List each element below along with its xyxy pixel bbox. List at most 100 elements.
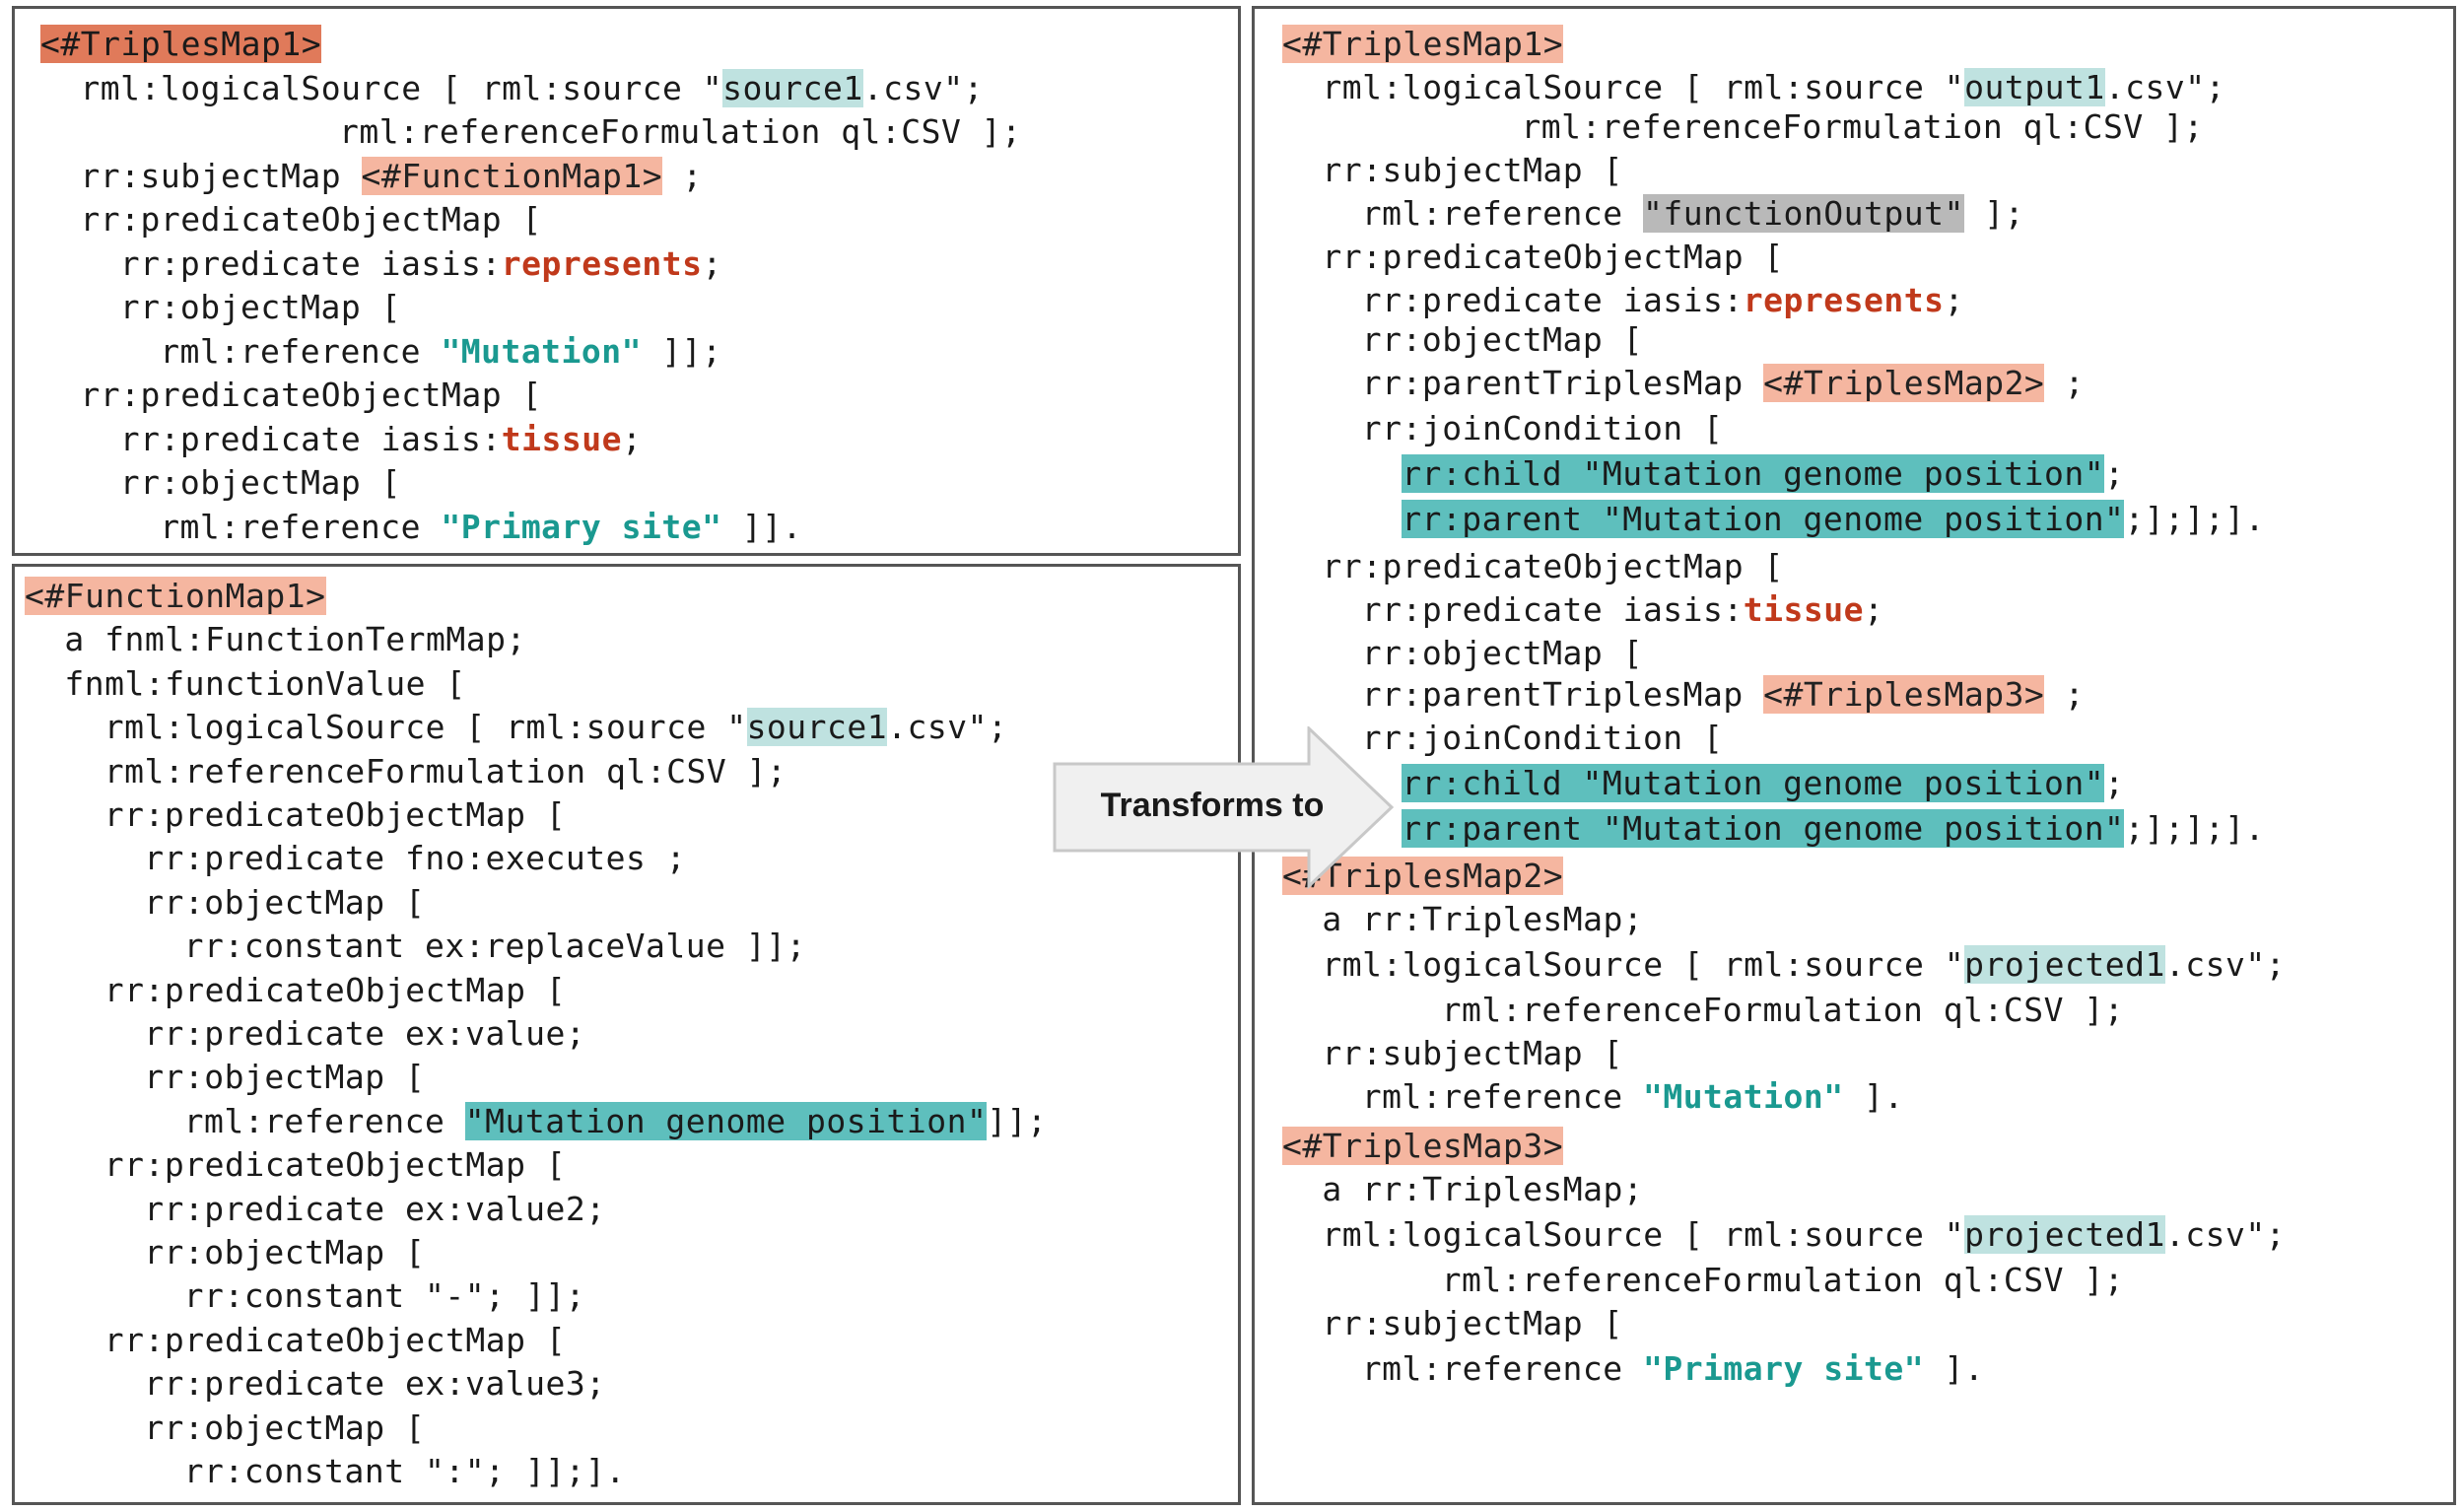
- code-text: rr:objectMap [: [119, 463, 401, 502]
- code-text: rr:subjectMap [: [1322, 151, 1623, 189]
- code-text: rr:constant "-"; ]];: [183, 1276, 585, 1316]
- code-line: rr:objectMap [: [120, 463, 401, 503]
- code-line: rr:objectMap [: [1362, 634, 1643, 673]
- code-text: rr:objectMap [: [144, 1233, 426, 1271]
- code-text: rml:referenceFormulation ql:CSV ];: [1441, 991, 2125, 1029]
- code-line: rr:parentTriplesMap <#TriplesMap2> ;: [1362, 364, 2085, 403]
- code-line: a rr:TriplesMap;: [1322, 1170, 1643, 1209]
- code-text: rr:predicate iasis:: [119, 419, 502, 458]
- source-name-highlight: source1: [746, 708, 888, 747]
- code-text: rr:objectMap [: [1361, 634, 1643, 672]
- reference-literal: "Mutation": [1642, 1077, 1844, 1116]
- code-text: rml:reference: [1361, 194, 1643, 233]
- code-line: rml:referenceFormulation ql:CSV ];: [1442, 1261, 2125, 1300]
- code-text: rml:reference: [160, 331, 442, 371]
- code-text: rr:joinCondition [: [1361, 409, 1724, 447]
- code-line: <#TriplesMap3>: [1282, 1127, 1564, 1166]
- code-text: rml:logicalSource [ rml:source ": [103, 708, 747, 747]
- code-line: <#TriplesMap1>: [1282, 25, 1564, 64]
- code-text: rml:reference: [160, 507, 442, 546]
- code-text: rr:joinCondition [: [1361, 719, 1724, 757]
- reference-literal: "Primary site": [441, 507, 722, 546]
- code-text: rr:subjectMap [: [1322, 1034, 1623, 1072]
- code-line: rr:subjectMap <#FunctionMap1> ;: [80, 156, 702, 196]
- code-text: rr:predicateObjectMap [: [1322, 238, 1784, 276]
- code-text: rr:objectMap [: [144, 882, 426, 922]
- code-text: rr:predicate iasis:: [119, 243, 502, 283]
- code-line: rr:predicateObjectMap [: [1322, 547, 1783, 586]
- code-line: rml:logicalSource [ rml:source "projecte…: [1322, 1215, 2286, 1255]
- code-line: rr:objectMap [: [1362, 320, 1643, 360]
- source-name-highlight: projected1: [1964, 945, 2165, 984]
- transformed-mapping-panel: <#TriplesMap1> rml:logicalSource [ rml:so…: [1252, 6, 2456, 1505]
- code-line: rml:referenceFormulation ql:CSV ];: [1521, 107, 2204, 147]
- code-line: rml:logicalSource [ rml:source "source1.…: [80, 68, 984, 108]
- code-line: rml:logicalSource [ rml:source "projecte…: [1322, 945, 2286, 985]
- code-line: rr:joinCondition [: [1362, 409, 1724, 448]
- code-text: ;: [622, 419, 643, 458]
- code-line: rml:reference "Mutation" ].: [1362, 1077, 1904, 1117]
- map-reference-tag: <#TriplesMap3>: [1763, 675, 2045, 714]
- code-text: rr:predicate iasis:: [1361, 590, 1744, 629]
- join-key-highlight: rr:parent "Mutation genome position": [1402, 500, 2125, 538]
- source-name-highlight: projected1: [1964, 1215, 2165, 1254]
- code-text: ;: [2104, 454, 2125, 493]
- code-text: rml:logicalSource [ rml:source ": [80, 68, 723, 107]
- function-output-highlight: "functionOutput": [1642, 194, 1964, 233]
- code-line: rml:reference "Primary site" ].: [1362, 1349, 1984, 1389]
- code-text: rr:constant ":"; ]];].: [183, 1452, 626, 1490]
- code-line: rr:predicateObjectMap [: [104, 795, 566, 835]
- code-line: rr:predicateObjectMap [: [104, 1321, 566, 1360]
- code-text: ].: [1843, 1077, 1904, 1116]
- code-text: rr:predicate ex:value3;: [144, 1364, 606, 1404]
- code-text: a fnml:FunctionTermMap;: [64, 620, 526, 659]
- code-line: rr:predicateObjectMap [: [1322, 238, 1783, 277]
- code-line: rr:predicateObjectMap [: [80, 200, 541, 240]
- original-triples-map-panel: <#TriplesMap1> rml:logicalSource [ rml:so…: [12, 6, 1241, 556]
- code-line: rml:logicalSource [ rml:source "output1.…: [1322, 68, 2225, 107]
- predicate-property: tissue: [1743, 590, 1865, 629]
- code-text: rml:logicalSource [ rml:source ": [1322, 945, 1965, 984]
- code-line: rr:predicate fno:executes ;: [144, 839, 686, 878]
- code-line: rr:subjectMap [: [1322, 1304, 1623, 1343]
- code-text: ;];];].: [2124, 809, 2266, 848]
- code-line: rr:objectMap [: [144, 1408, 425, 1448]
- code-line: <#TriplesMap1>: [40, 25, 322, 64]
- code-text: rr:objectMap [: [144, 1058, 426, 1097]
- map-reference-tag: <#FunctionMap1>: [361, 156, 663, 195]
- code-text: .csv";: [2164, 1215, 2287, 1254]
- code-text: rr:predicateObjectMap [: [1322, 547, 1784, 585]
- code-text: rml:logicalSource [ rml:source ": [1322, 1215, 1965, 1254]
- code-text: ;: [702, 243, 722, 283]
- code-text: ;: [1944, 281, 1964, 319]
- code-text: rr:predicate iasis:: [1361, 281, 1744, 319]
- code-line: rr:predicateObjectMap [: [80, 376, 541, 415]
- join-key-highlight: "Mutation genome position": [464, 1101, 988, 1140]
- map-reference-tag: <#FunctionMap1>: [25, 577, 326, 615]
- code-line: a fnml:FunctionTermMap;: [64, 620, 525, 659]
- code-line: rr:subjectMap [: [1322, 1034, 1623, 1073]
- code-line: rr:predicate iasis:represents;: [1362, 281, 1964, 320]
- code-line: rml:referenceFormulation ql:CSV ];: [104, 752, 787, 791]
- code-line: rr:predicate iasis:tissue;: [1362, 590, 1884, 630]
- code-text: rr:objectMap [: [1361, 320, 1643, 359]
- code-text: rr:objectMap [: [144, 1408, 426, 1447]
- code-line: rml:logicalSource [ rml:source "source1.…: [104, 708, 1008, 747]
- code-text: ;];];].: [2124, 500, 2266, 538]
- reference-literal: "Mutation": [441, 331, 643, 371]
- code-text: rml:reference: [1361, 1349, 1643, 1388]
- code-text: ];: [1963, 194, 2024, 233]
- code-text: .csv";: [887, 708, 1008, 747]
- predicate-property: represents: [1743, 281, 1945, 319]
- map-reference-tag: <#TriplesMap1>: [1282, 25, 1564, 63]
- code-text: .csv";: [862, 68, 984, 107]
- code-line: rml:reference "functionOutput" ];: [1362, 194, 2024, 234]
- code-line: rr:parent "Mutation genome position";];]…: [1402, 809, 2265, 849]
- code-line: rr:predicate ex:value;: [144, 1014, 585, 1054]
- code-text: rml:referenceFormulation ql:CSV ];: [1441, 1261, 2125, 1299]
- code-line: rr:constant ex:replaceValue ]];: [184, 927, 806, 966]
- code-line: fnml:functionValue [: [64, 664, 465, 704]
- predicate-property: tissue: [501, 419, 623, 458]
- code-text: rr:subjectMap: [80, 156, 362, 195]
- code-line: rr:constant ":"; ]];].: [184, 1452, 626, 1491]
